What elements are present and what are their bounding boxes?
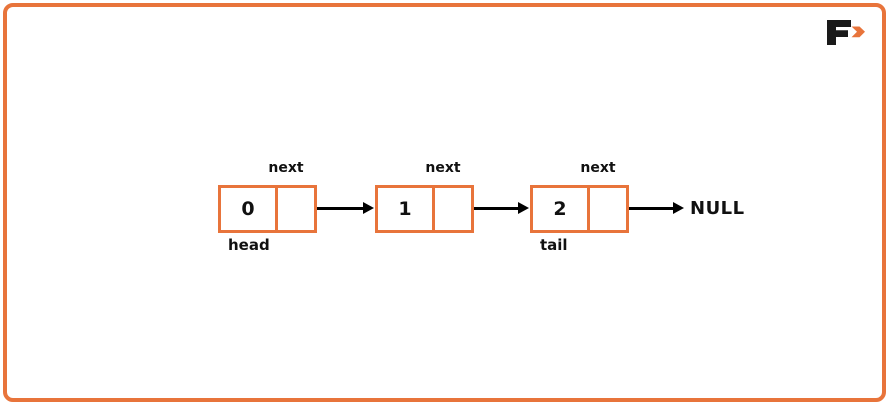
- orange-border-frame: next next next 0 1 2: [3, 3, 886, 402]
- arrow-shaft: [629, 207, 675, 210]
- node-1-next-pointer-cell: [278, 188, 314, 230]
- node-2-value: 1: [378, 188, 436, 230]
- node-3-value: 2: [533, 188, 591, 230]
- node-1-value: 0: [221, 188, 279, 230]
- arrow-head: [518, 202, 529, 214]
- arrow-node-2-to-node-3: [474, 201, 530, 217]
- arrow-shaft: [317, 207, 365, 210]
- next-label-node-3: next: [580, 160, 616, 176]
- node-2-next-pointer-cell: [435, 188, 471, 230]
- node-3-next-pointer-cell: [590, 188, 626, 230]
- list-node-3: 2: [530, 185, 629, 233]
- tail-pointer-label: tail: [540, 236, 568, 254]
- arrow-node-3-to-null: [629, 201, 685, 217]
- head-pointer-label: head: [228, 236, 270, 254]
- arrow-shaft: [474, 207, 520, 210]
- list-node-1: 0: [218, 185, 317, 233]
- linked-list-stage: next next next 0 1 2: [218, 157, 758, 267]
- next-label-node-1: next: [268, 160, 304, 176]
- programiz-f-logo-icon: [827, 20, 865, 45]
- next-label-node-2: next: [425, 160, 461, 176]
- arrow-node-1-to-node-2: [317, 201, 375, 217]
- null-terminator-label: NULL: [690, 198, 745, 219]
- arrow-head: [363, 202, 374, 214]
- arrow-head: [673, 202, 684, 214]
- list-node-2: 1: [375, 185, 474, 233]
